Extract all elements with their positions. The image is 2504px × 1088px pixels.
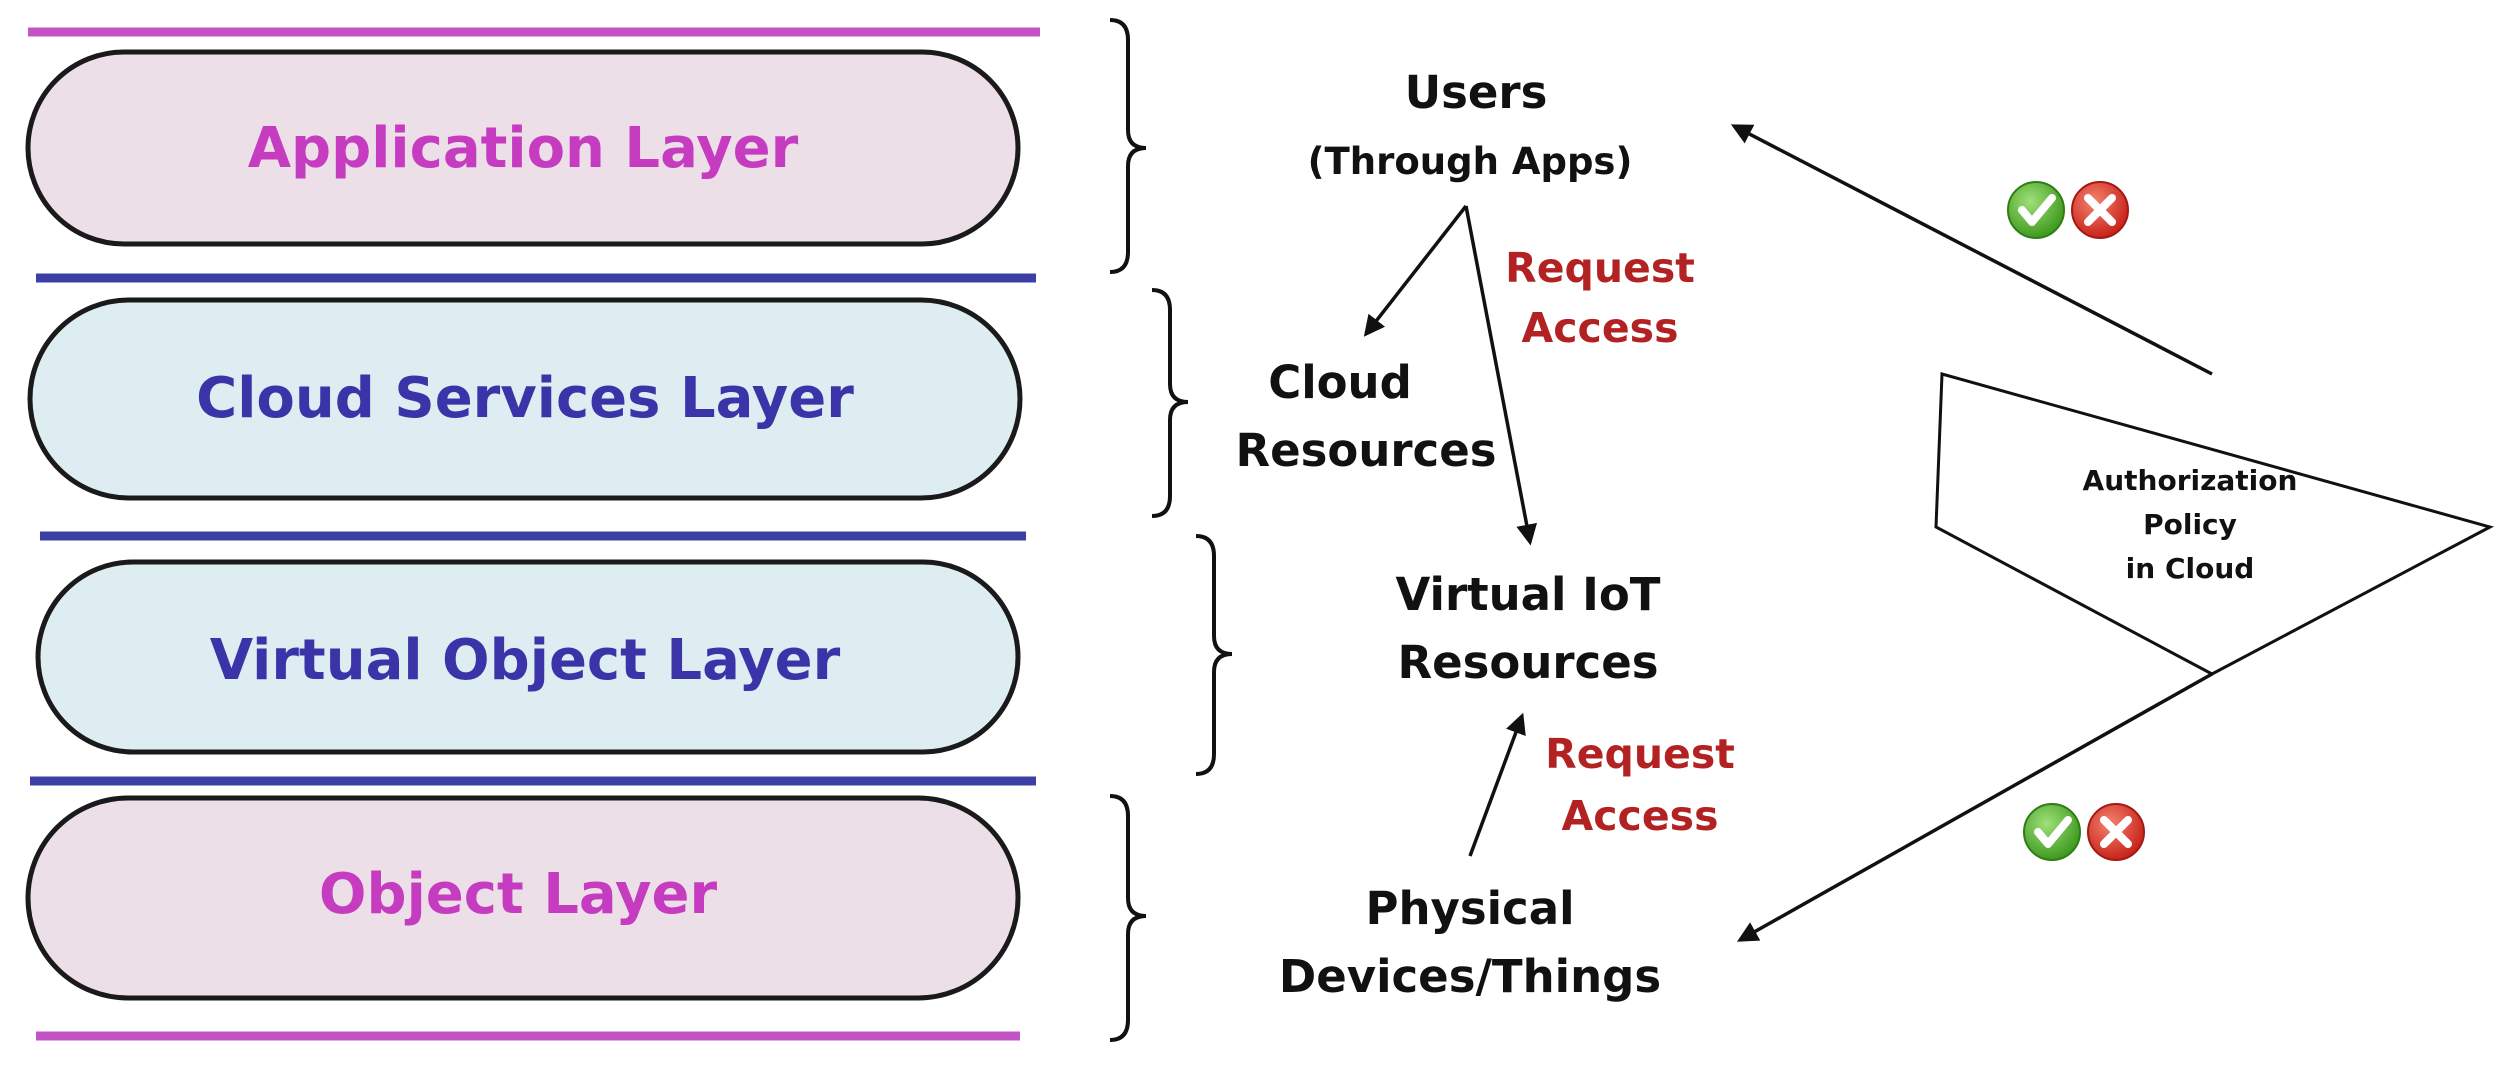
cloud-resources-line2: Resources bbox=[1235, 424, 1496, 477]
application-layer-pill bbox=[25, 49, 1021, 247]
virtual-object-layer-pill bbox=[35, 559, 1021, 755]
check-icon bbox=[2007, 181, 2065, 239]
cloud-services-layer-pill bbox=[27, 297, 1023, 501]
cross-icon bbox=[2071, 181, 2129, 239]
bracket-virtual-object bbox=[1195, 534, 1233, 776]
request-access-top-line2: Access bbox=[1522, 304, 1679, 352]
policy-line2: Policy bbox=[2143, 508, 2237, 541]
arrow-users-to-cloud bbox=[1363, 204, 1468, 337]
physical-line1: Physical bbox=[1365, 882, 1574, 935]
cross-icon bbox=[2087, 803, 2145, 861]
arrow-users-to-virtual bbox=[1464, 205, 1538, 546]
arrow-policy-to-users bbox=[1730, 124, 2213, 376]
arrow-physical-to-virtual bbox=[1468, 712, 1526, 857]
users-subtitle: (Through Apps) bbox=[1308, 140, 1633, 183]
request-access-top-line1: Request bbox=[1505, 244, 1695, 292]
object-layer-label: Object Layer bbox=[319, 862, 718, 927]
virtual-iot-line2: Resources bbox=[1397, 636, 1658, 689]
physical-line2: Devices/Things bbox=[1279, 950, 1661, 1003]
policy-line3: in Cloud bbox=[2126, 552, 2255, 585]
object-layer-pill bbox=[25, 795, 1021, 1001]
bracket-application bbox=[1109, 18, 1147, 274]
cloud-resources-line1: Cloud bbox=[1268, 356, 1412, 409]
application-layer-label: Application Layer bbox=[248, 116, 799, 181]
arrow-policy-to-physical bbox=[1736, 672, 2213, 942]
virtual-object-layer-label: Virtual Object Layer bbox=[210, 628, 841, 693]
virtual-iot-line1: Virtual IoT bbox=[1395, 568, 1660, 621]
request-access-bottom-line2: Access bbox=[1562, 792, 1719, 840]
cloud-services-layer-label: Cloud Services Layer bbox=[196, 366, 854, 431]
request-access-bottom-line1: Request bbox=[1545, 730, 1735, 778]
bracket-object bbox=[1109, 794, 1147, 1042]
policy-line1: Authorization bbox=[2083, 464, 2298, 497]
check-icon bbox=[2023, 803, 2081, 861]
users-title: Users bbox=[1405, 66, 1548, 119]
bracket-cloud-services bbox=[1151, 288, 1189, 518]
